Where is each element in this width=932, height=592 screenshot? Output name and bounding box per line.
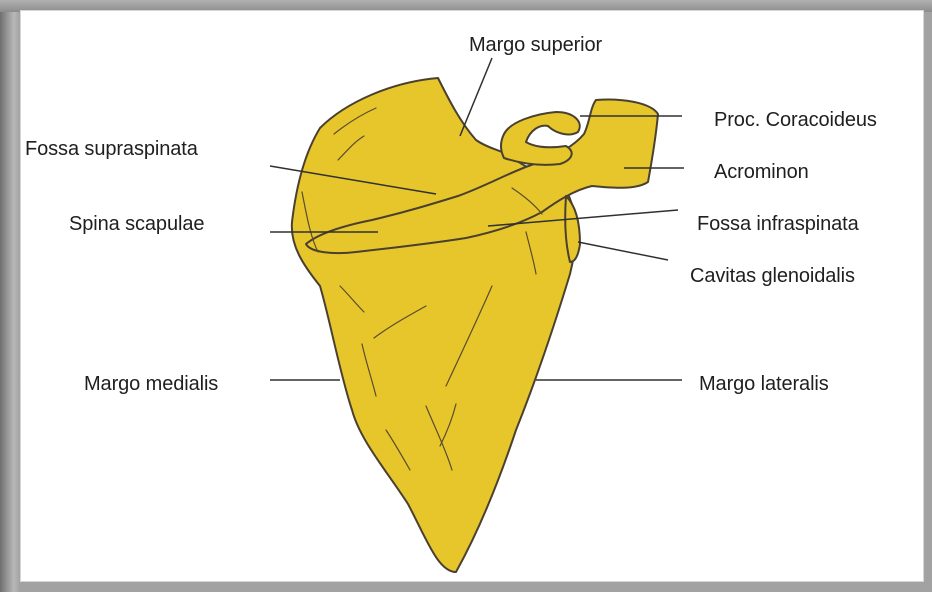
label-proc-coracoideus: Proc. Coracoideus: [714, 110, 877, 130]
label-margo-superior: Margo superior: [469, 35, 602, 55]
label-margo-medialis: Margo medialis: [84, 374, 218, 394]
leader-line-margo-superior: [460, 58, 492, 136]
label-acrominon: Acrominon: [714, 162, 809, 182]
label-fossa-infraspinata: Fossa infraspinata: [697, 214, 859, 234]
leader-line-cavitas-glenoidalis: [578, 242, 668, 260]
label-cavitas-glenoidalis: Cavitas glenoidalis: [690, 266, 855, 286]
coracoid-process: [501, 112, 580, 165]
label-margo-lateralis: Margo lateralis: [699, 374, 829, 394]
glenoid-cavity: [565, 196, 580, 262]
label-spina-scapulae: Spina scapulae: [69, 214, 204, 234]
label-fossa-supraspinata: Fossa supraspinata: [25, 139, 198, 159]
